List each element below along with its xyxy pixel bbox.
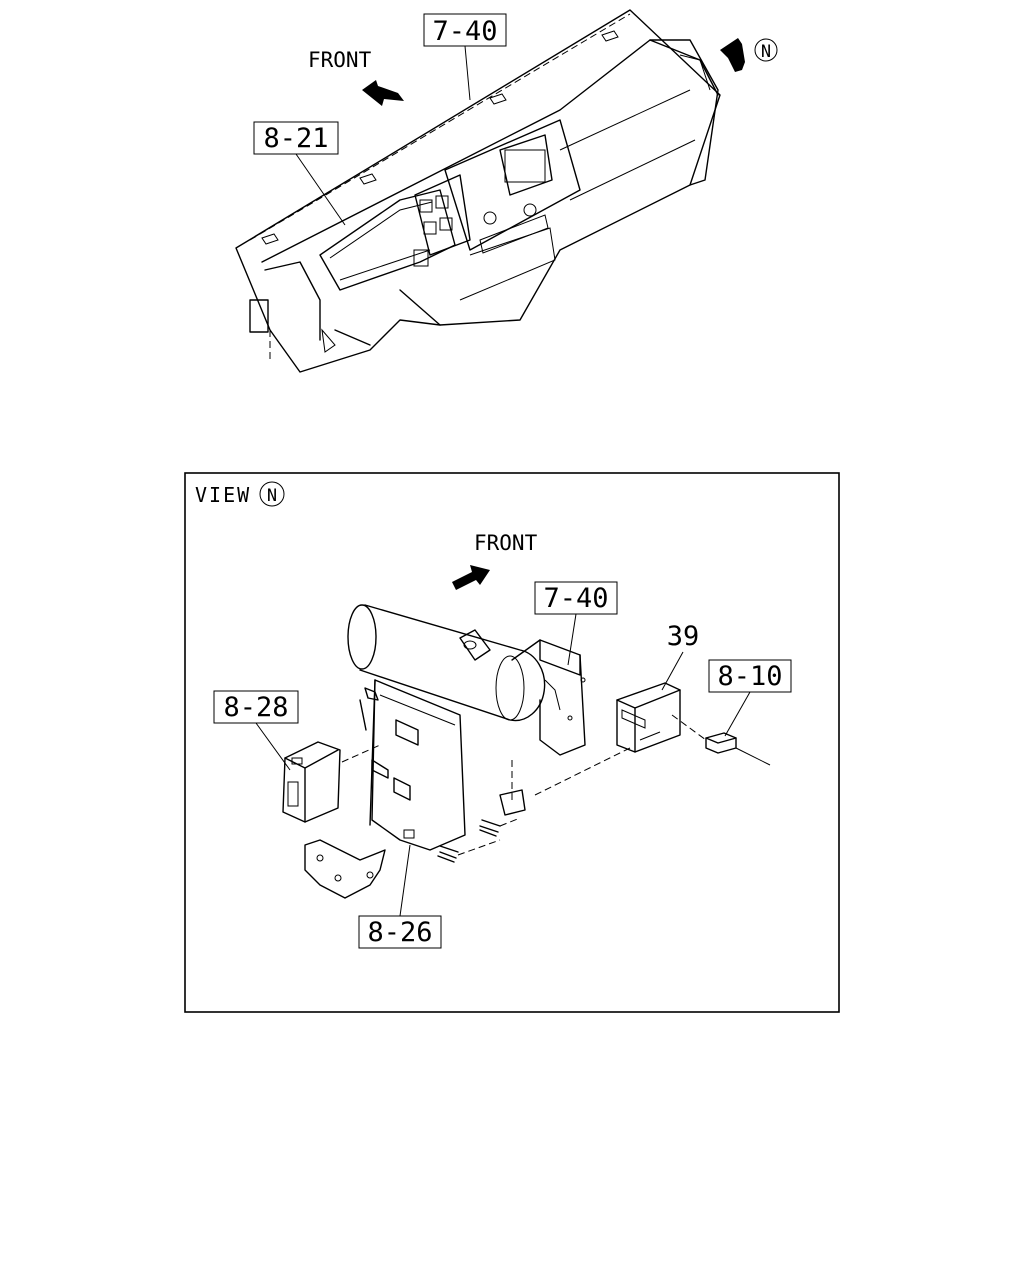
svg-text:8-28: 8-28 [223,692,288,723]
view-marker-letter: N [761,42,771,62]
front-arrow-detail-icon [452,565,490,590]
svg-text:VIEW: VIEW [195,483,251,507]
cross-member-illustration [304,604,586,899]
detail-view-title: VIEW N [195,481,285,507]
detail-view-frame [184,472,840,1013]
part-39-relay [534,682,681,796]
callout-8-26[interactable]: 8-26 [358,844,442,949]
svg-text:7-40: 7-40 [543,583,608,614]
callout-7-40-detail[interactable]: 7-40 [534,581,618,666]
front-arrow-icon [362,80,404,106]
view-n-indicator: N [720,38,778,72]
callout-39[interactable]: 39 [661,621,700,691]
svg-text:8-21: 8-21 [263,123,328,154]
part-8-10-connector [671,714,771,766]
callout-7-40-upper[interactable]: 7-40 [423,13,507,101]
callout-8-21[interactable]: 8-21 [253,121,346,226]
front-label: FRONT [308,48,372,72]
view-arrow-icon [720,38,745,72]
callout-8-28[interactable]: 8-28 [213,690,299,771]
svg-text:7-40: 7-40 [432,16,497,47]
front-direction-indicator-detail: FRONT [452,531,538,590]
dashboard-illustration [235,9,721,373]
part-8-28-module [282,741,381,823]
svg-text:8-10: 8-10 [717,661,782,692]
svg-text:39: 39 [667,621,700,652]
svg-text:N: N [267,486,277,506]
svg-text:8-26: 8-26 [367,917,432,948]
front-direction-indicator: FRONT [308,48,404,106]
view-marker-circle [754,38,778,62]
front-label-detail: FRONT [474,531,538,555]
callout-8-10[interactable]: 8-10 [708,659,792,737]
